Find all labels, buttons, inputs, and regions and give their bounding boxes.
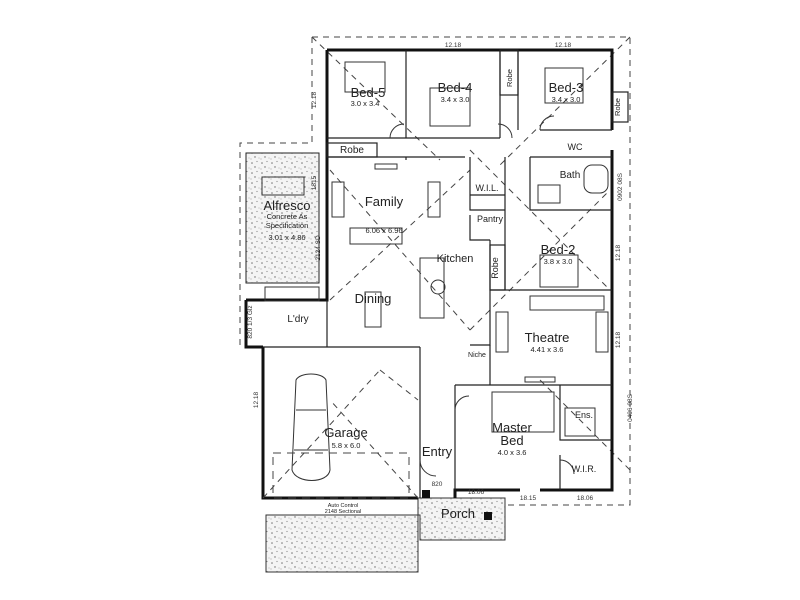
- family-sofa: [349, 227, 403, 245]
- porch-label: Porch: [441, 506, 475, 521]
- dining-label: Dining: [355, 291, 392, 306]
- door-swings: [389, 115, 575, 477]
- roof-outline: [239, 36, 631, 506]
- bed4-label: Bed-4: [438, 80, 473, 95]
- alfresco-size: 3.01 x 4.86: [268, 233, 305, 242]
- bed5-size: 3.0 x 3.4: [351, 99, 380, 108]
- ensuite-shower: [564, 407, 596, 437]
- dim-porch: 18.06: [468, 489, 485, 496]
- theatre-size: 4.41 x 3.6: [531, 345, 564, 354]
- dim-top-bed3: 12.18: [555, 42, 572, 49]
- robe-bed4-label: Robe: [505, 69, 514, 87]
- wil-label: W.I.L.: [475, 183, 498, 193]
- robe-side-box: [611, 91, 629, 123]
- family-tv: [374, 163, 398, 170]
- dim-right-ens: 0406 08S: [627, 393, 634, 421]
- garage-door-note-2: 2148 Sectional: [325, 509, 361, 515]
- robe-top-box: [326, 142, 378, 158]
- bath-label: Bath: [560, 170, 581, 181]
- alfresco-note2: Specification: [266, 221, 309, 230]
- room-labels: Bed-5 3.0 x 3.4 Bed-4 3.4 x 3.0 Bed-3 3.…: [264, 69, 622, 521]
- laundry-label: L'dry: [287, 314, 308, 325]
- robe-top-label: Robe: [340, 145, 364, 156]
- bathtub: [583, 164, 609, 194]
- garage-door-outline: [272, 452, 410, 499]
- theatre-label: Theatre: [525, 330, 570, 345]
- alfresco-table: [261, 176, 305, 196]
- kitchen-cooktop: [430, 279, 446, 295]
- dining-table: [364, 291, 382, 328]
- robe-mid-box: [489, 244, 506, 291]
- bed4-size: 3.4 x 3.0: [441, 95, 470, 104]
- dim-left-garage: 12.18: [253, 391, 260, 408]
- family-size: 6.06 x 6.96: [365, 226, 402, 235]
- driveway-paving: [265, 497, 506, 573]
- master-size: 4.0 x 3.6: [498, 448, 527, 457]
- alfresco-paving: [245, 152, 320, 284]
- dim-laundry-door: 820 1/3 Glz: [247, 305, 254, 338]
- garage-roof-line-a: [262, 369, 381, 499]
- niche-label: Niche: [468, 352, 486, 359]
- garage-size: 5.8 x 6.0: [332, 441, 361, 450]
- alfresco-note1: Concrete As: [267, 212, 308, 221]
- master-bed-bed: [491, 391, 555, 433]
- dim-alfresco-top: 1815: [311, 175, 318, 190]
- garage-door-note-1: Auto Control: [328, 503, 359, 509]
- dim-right-bath: 0902 08S: [617, 172, 624, 200]
- bed5-label: Bed-5: [351, 85, 386, 100]
- laundry-bench: [264, 286, 320, 302]
- kitchen-island: [419, 257, 445, 319]
- dim-bottom-master: 18.15: [520, 495, 537, 502]
- robe-bed3-label: Robe: [613, 98, 622, 116]
- bed3-label: Bed-3: [549, 80, 584, 95]
- master-label-2: Bed: [500, 433, 523, 448]
- car: [291, 373, 331, 481]
- bed2-label: Bed-2: [541, 242, 576, 257]
- dim-right-bed2: 12.18: [615, 244, 622, 261]
- robe-mid-label: Robe: [490, 257, 500, 279]
- pantry-label: Pantry: [477, 214, 504, 224]
- porch-post-left: [422, 490, 430, 498]
- bed5-bed: [344, 61, 386, 93]
- family-chair-right: [427, 181, 441, 218]
- theatre-chair-left: [495, 311, 509, 353]
- dim-alfresco-door: 2124 SD: [315, 235, 322, 261]
- wir-label: W.I.R.: [572, 464, 597, 474]
- theatre-tv: [524, 376, 556, 383]
- dim-top-bed4: 12.18: [445, 42, 462, 49]
- kitchen-label: Kitchen: [437, 253, 474, 265]
- alfresco-label: Alfresco: [264, 198, 311, 213]
- dim-bottom-wir: 18.06: [577, 495, 594, 502]
- garage-label: Garage: [324, 425, 367, 440]
- dim-entry-door: 820: [432, 481, 443, 488]
- shower: [537, 184, 561, 204]
- bed3-size: 3.4 x 3.0: [552, 95, 581, 104]
- family-chair-left: [331, 181, 345, 218]
- wc-label: WC: [568, 142, 583, 152]
- bed3-bed: [544, 67, 584, 104]
- dim-right-theatre: 12.18: [615, 331, 622, 348]
- porch-post-right: [484, 512, 492, 520]
- bed2-bed: [539, 254, 579, 288]
- bed4-bed: [429, 87, 471, 127]
- theatre-chair-right: [595, 311, 609, 353]
- master-label-1: Master: [492, 420, 532, 435]
- entry-label: Entry: [422, 444, 453, 459]
- ens-label: Ens.: [575, 410, 593, 420]
- dim-left-bed5: 12.18: [311, 91, 318, 108]
- family-label: Family: [365, 194, 404, 209]
- theatre-sofa: [529, 295, 605, 311]
- garage-roof-line-c: [379, 369, 419, 401]
- bed2-size: 3.8 x 3.0: [544, 257, 573, 266]
- dimension-labels: 12.18 12.18 12.18 18.15 18.06 18.06 820 …: [247, 42, 634, 502]
